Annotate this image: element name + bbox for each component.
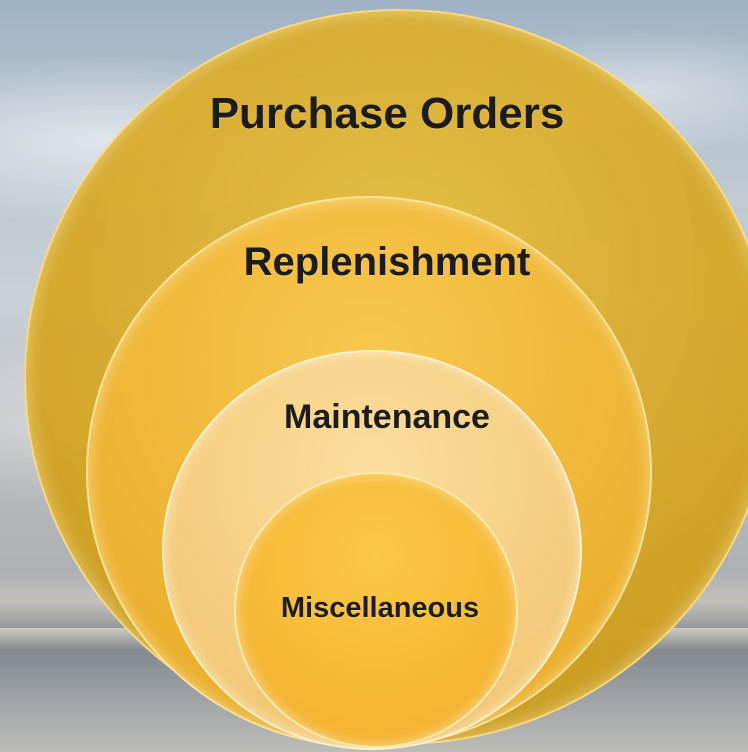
label-replenishment: Replenishment (243, 240, 531, 284)
label-maintenance: Maintenance (284, 398, 490, 436)
label-miscellaneous: Miscellaneous (280, 592, 480, 624)
circle-miscellaneous (234, 472, 518, 748)
label-purchase-orders: Purchase Orders (209, 89, 565, 138)
